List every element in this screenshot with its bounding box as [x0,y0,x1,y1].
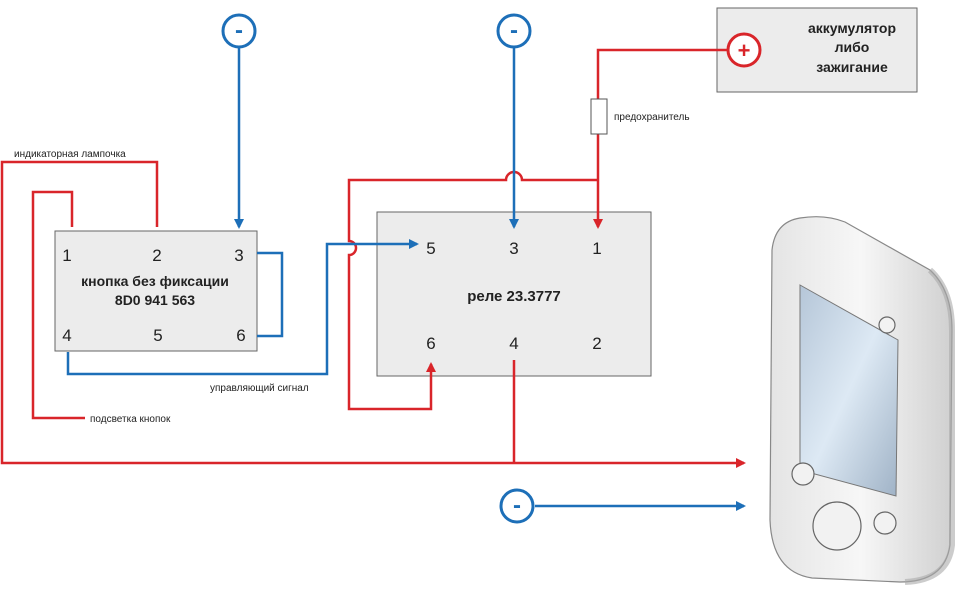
wire-relay-1-to-6 [347,170,598,411]
control-panel-device [769,216,955,585]
button-pin-1: 1 [62,246,71,265]
button-box [54,230,258,352]
wire-backlight [31,190,85,420]
relay-box [376,211,652,377]
indicator-led-icon [878,316,896,334]
positive-wires [0,48,746,468]
wire-control-signal [66,239,419,376]
plus-terminal-icon: + [726,32,762,68]
right-button-icon [873,511,897,535]
ground-minus-icon: - [221,13,257,49]
wire-button-3-to-6 [257,251,284,338]
button-pin-4: 4 [62,326,71,345]
button-pin-3: 3 [234,246,243,265]
svg-text:-: - [235,17,243,44]
button-pin-6: 6 [236,326,245,345]
label-control-signal: управляющий сигнал [210,383,309,394]
label-backlight: подсветка кнопок [90,414,171,425]
left-button-icon [791,462,815,486]
relay-pin-5: 5 [426,239,435,258]
relay-pin-6: 6 [426,334,435,353]
source-line-3: зажигание [816,59,888,75]
button-part-number: 8D0 941 563 [115,292,195,308]
svg-text:-: - [510,17,518,44]
negative-wires [66,48,746,511]
svg-text:-: - [513,492,521,519]
relay-title: реле 23.3777 [467,288,561,305]
label-indicator-lamp: индикаторная лампочка [14,149,126,160]
ground-minus-icon: - [499,488,535,524]
source-line-1: аккумулятор [808,20,896,36]
source-line-2: либо [835,39,870,55]
relay-pin-2: 2 [592,334,601,353]
wire-supply-to-fuse [596,48,728,99]
svg-text:+: + [738,38,751,63]
button-title: кнопка без фиксации [81,273,229,289]
relay-pin-4: 4 [509,334,518,353]
center-knob-icon [812,501,862,551]
button-pin-2: 2 [152,246,161,265]
relay-pin-3: 3 [509,239,518,258]
fuse-icon [590,98,608,135]
wire-indicator-lamp [0,160,746,468]
ground-minus-icon: - [496,13,532,49]
button-pin-5: 5 [153,326,162,345]
relay-pin-1: 1 [592,239,601,258]
label-fuse: предохранитель [614,112,690,123]
